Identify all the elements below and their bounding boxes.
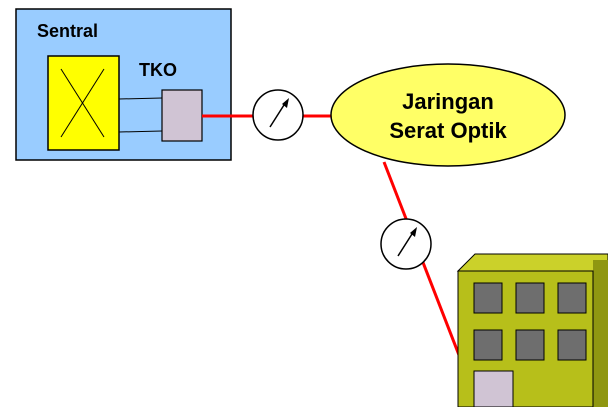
building-side — [593, 260, 608, 407]
fiber-line-network-to-building — [382, 161, 473, 387]
building-windows — [473, 282, 587, 361]
building-icon — [456, 253, 608, 407]
building-top — [456, 253, 608, 272]
power-meter-icon — [252, 89, 304, 141]
network-cloud — [330, 63, 566, 167]
network-label-line1: Jaringan — [402, 89, 494, 114]
sentral-label: Sentral — [37, 21, 98, 41]
power-meter-icon — [380, 218, 432, 270]
tko-terminal — [161, 89, 203, 142]
switch-link-upper — [118, 97, 163, 100]
sentral-station: Sentral TKO — [15, 8, 232, 161]
network-label-line2: Serat Optik — [389, 118, 507, 143]
building-door — [473, 370, 514, 407]
switch-link-lower — [118, 130, 163, 133]
crosspoint-switch-icon — [47, 55, 120, 151]
tko-label: TKO — [139, 60, 177, 80]
optical-fiber-network: Jaringan Serat Optik — [330, 63, 566, 167]
